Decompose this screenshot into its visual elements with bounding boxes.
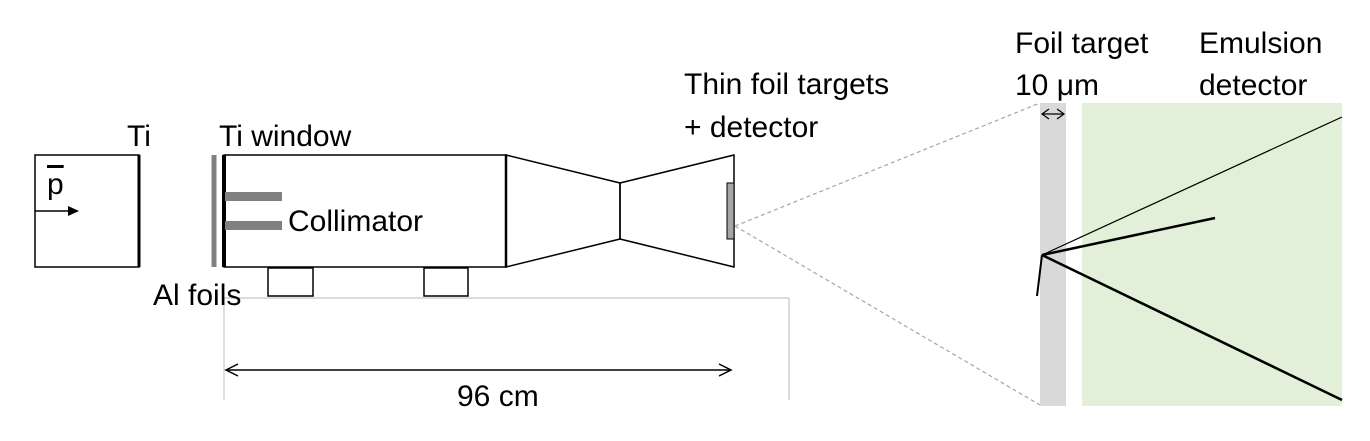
dimension-arrow-left-head <box>224 363 239 377</box>
track-short-down <box>1036 254 1043 297</box>
thin-foil-targets-label-line1: Thin foil targets <box>684 68 890 101</box>
emulsion-label-line2: detector <box>1199 69 1308 102</box>
thickness-arrow-right-head <box>1056 108 1066 120</box>
al-foils-label: Al foils <box>153 279 242 312</box>
collimator-label: Collimator <box>288 205 424 238</box>
track-medium <box>1041 216 1216 257</box>
ti-label: Ti <box>127 120 151 153</box>
target-detector-block <box>726 182 735 240</box>
collimator-bar-lower <box>225 221 282 230</box>
emulsion-label-line1: Emulsion <box>1199 27 1323 60</box>
distance-label: 96 cm <box>457 380 539 413</box>
thin-foil-targets-label-line2: + detector <box>684 111 819 144</box>
thickness-arrow-left-head <box>1040 108 1050 120</box>
foil-target-label-line2: 10 μm <box>1015 69 1099 102</box>
ti-window-label: Ti window <box>219 120 352 153</box>
dimension-arrow-right-head <box>718 363 733 377</box>
zoom-line-upper <box>734 102 1041 227</box>
beam-arrow-head <box>68 206 79 216</box>
diverging-section <box>619 154 735 268</box>
support-left <box>267 267 314 297</box>
converging-section <box>505 154 621 268</box>
collimator-bar-upper <box>225 192 282 201</box>
track-long-down <box>1041 253 1343 402</box>
antiproton-label: p <box>47 168 64 201</box>
support-right <box>423 267 469 297</box>
track-thin-up <box>1041 116 1343 256</box>
zoom-line-lower <box>734 225 1041 406</box>
emulsion-detector-region <box>1082 103 1342 406</box>
foil-target-label-line1: Foil target <box>1015 27 1149 60</box>
